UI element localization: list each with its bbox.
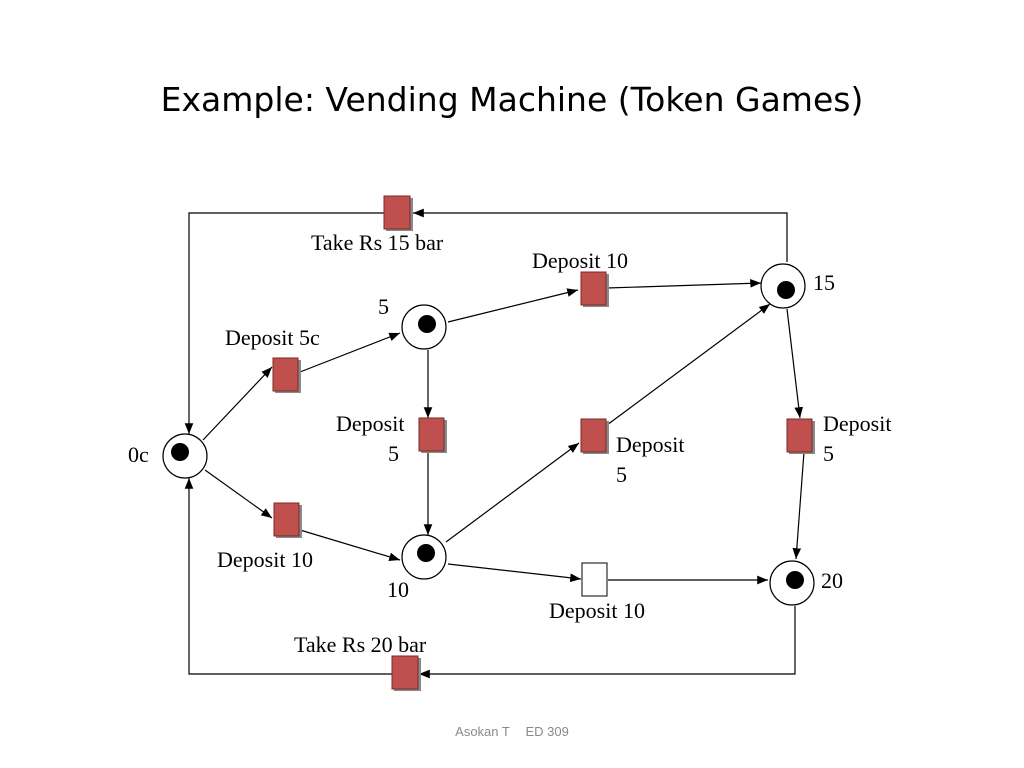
arc-d5-to-p15 xyxy=(606,303,771,426)
label-deposit-5c: Deposit 5c xyxy=(225,325,320,350)
label-deposit-10-5-to-15: Deposit 10 xyxy=(532,248,628,273)
place-20 xyxy=(769,560,815,606)
arc-d5-to-p20 xyxy=(792,451,805,560)
arc-d10-to-p10 xyxy=(299,529,401,562)
label-take-rs-20-bar: Take Rs 20 bar xyxy=(294,632,427,657)
place-label-0c: 0c xyxy=(128,442,149,467)
arc-d5c-to-p5 xyxy=(299,332,401,373)
transition-deposit-5-15-to-20 xyxy=(786,418,815,454)
label-deposit-5-15-to-20-line1: Deposit xyxy=(823,411,891,436)
footer-course: ED 309 xyxy=(525,724,569,739)
place-label-5: 5 xyxy=(378,294,389,319)
token xyxy=(418,315,436,333)
transition-take-rs-20-bar xyxy=(391,655,421,691)
place-label-15: 15 xyxy=(813,270,835,295)
arc-p15-to-d5 xyxy=(786,308,804,419)
arcs xyxy=(184,208,805,679)
place-label-10: 10 xyxy=(387,577,409,602)
transition-deposit-10-10-to-20 xyxy=(581,562,608,597)
transition-deposit-5-10-to-15 xyxy=(580,418,609,454)
arc-p20-to-take20 xyxy=(419,606,796,679)
arc-take15-to-p0 xyxy=(184,212,384,434)
arc-p5-to-d10 xyxy=(447,288,579,323)
place-15 xyxy=(760,263,806,309)
place-5 xyxy=(401,304,447,350)
token xyxy=(777,281,795,299)
footer-author: Asokan T xyxy=(455,724,510,739)
arc-p10-to-d5 xyxy=(445,442,580,543)
place-label-20: 20 xyxy=(821,568,843,593)
place-10 xyxy=(401,534,447,580)
token xyxy=(786,571,804,589)
transition-deposit-10-5-to-15 xyxy=(580,271,609,307)
label-deposit-5-10-to-15-line1: Deposit xyxy=(616,432,684,457)
label-deposit-5-15-to-20-line2: 5 xyxy=(823,441,834,466)
transition-deposit-5c xyxy=(272,357,301,393)
label-take-rs-15-bar: Take Rs 15 bar xyxy=(311,230,444,255)
label-deposit-10-0-to-10: Deposit 10 xyxy=(217,547,313,572)
label-deposit-5-10-to-15-line2: 5 xyxy=(616,462,627,487)
label-deposit-5-5-to-10-line1: Deposit xyxy=(336,411,404,436)
token xyxy=(171,443,189,461)
arc-p0-to-d10 xyxy=(204,469,273,519)
label-deposit-10-10-to-20: Deposit 10 xyxy=(549,598,645,623)
arc-p10-to-d10-disabled xyxy=(447,563,582,583)
arc-take20-to-p0 xyxy=(184,478,392,675)
slide-footer: Asokan T ED 309 xyxy=(0,724,1024,739)
transition-deposit-10-0-to-10 xyxy=(273,502,302,538)
label-deposit-5-5-to-10-line2: 5 xyxy=(388,441,399,466)
arc-p15-to-take15 xyxy=(413,208,788,262)
arc-d10-to-p15 xyxy=(606,279,762,289)
place-0c xyxy=(162,433,208,479)
slide-title: Example: Vending Machine (Token Games) xyxy=(160,80,864,119)
transition-take-rs-15-bar xyxy=(383,195,413,231)
transition-deposit-5-5-to-10 xyxy=(418,417,447,453)
arc-p0-to-d5c xyxy=(202,366,273,441)
token xyxy=(417,544,435,562)
